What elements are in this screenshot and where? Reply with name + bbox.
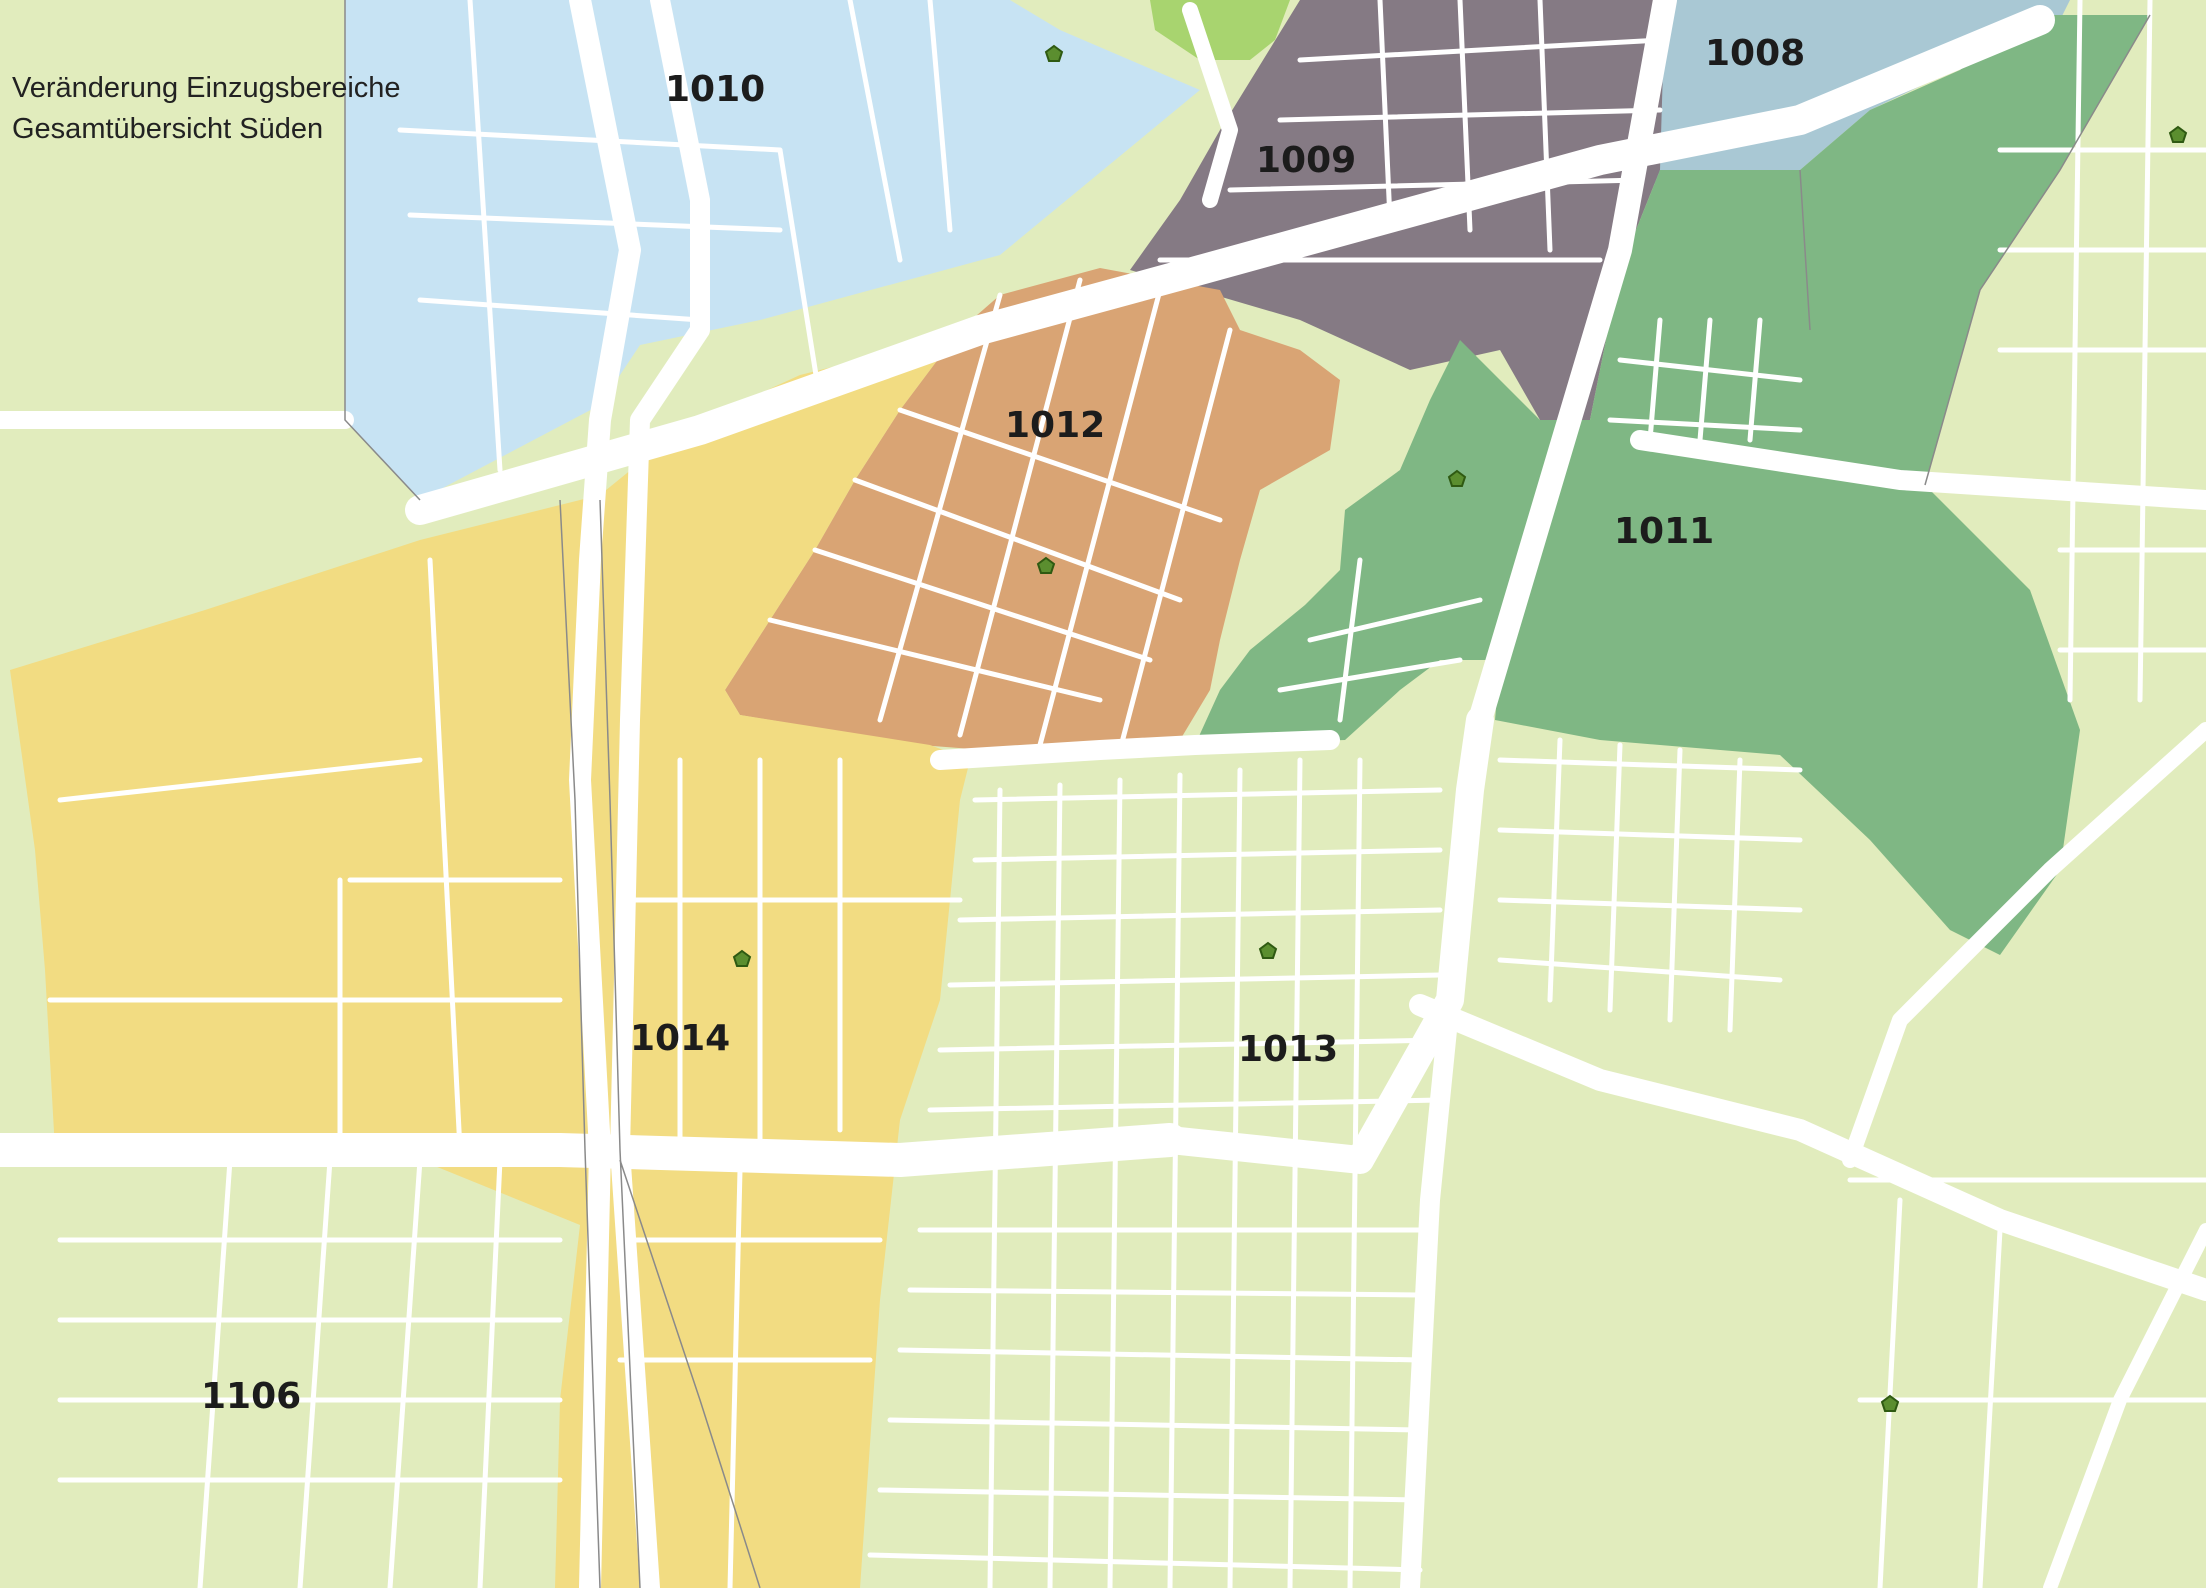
district-label-1106: 1106 xyxy=(201,1376,301,1417)
block-grid-1011 xyxy=(1277,317,1803,723)
district-label-1011: 1011 xyxy=(1614,511,1714,552)
green-pentagon-icon xyxy=(2168,125,2188,143)
district-area-1011 xyxy=(1195,15,2150,955)
block-grid-1013 xyxy=(867,757,1443,1588)
district-area-1010 xyxy=(345,0,1200,500)
block-grid-1010 xyxy=(397,0,953,473)
green-pentagon-icon xyxy=(1036,556,1056,574)
district-borders xyxy=(344,0,2151,501)
map-title-line-2: Gesamtübersicht Süden xyxy=(12,113,324,145)
green-pentagon-icon xyxy=(732,949,752,967)
district-label-1009: 1009 xyxy=(1256,140,1356,181)
district-label-1014: 1014 xyxy=(630,1018,730,1059)
block-grid-east xyxy=(1497,0,2206,1588)
facility-markers xyxy=(732,44,2188,1412)
block-grid-1106 xyxy=(57,1157,563,1588)
green-pentagon-icon xyxy=(1044,44,1064,62)
block-grid-1014 xyxy=(47,557,963,1588)
district-label-1012: 1012 xyxy=(1005,405,1105,446)
block-grid-1009 xyxy=(1157,0,1663,263)
district-label-1008: 1008 xyxy=(1705,33,1805,74)
block-grid-1012 xyxy=(767,277,1233,753)
green-pentagon-icon xyxy=(1258,941,1278,959)
district-labels: 1010 1008 1009 1012 1011 1013 1014 1106 xyxy=(201,33,1805,1417)
green-pentagon-icon xyxy=(1880,1394,1900,1412)
rail-lines xyxy=(559,499,761,1588)
district-label-1013: 1013 xyxy=(1238,1029,1338,1070)
map-title: Veränderung Einzugsbereiche Gesamtübersi… xyxy=(12,68,401,150)
district-area-1012 xyxy=(725,268,1340,755)
district-label-1010: 1010 xyxy=(665,69,765,110)
green-pentagon-icon xyxy=(1447,469,1467,487)
map-title-line-1: Veränderung Einzugsbereiche xyxy=(12,72,401,104)
